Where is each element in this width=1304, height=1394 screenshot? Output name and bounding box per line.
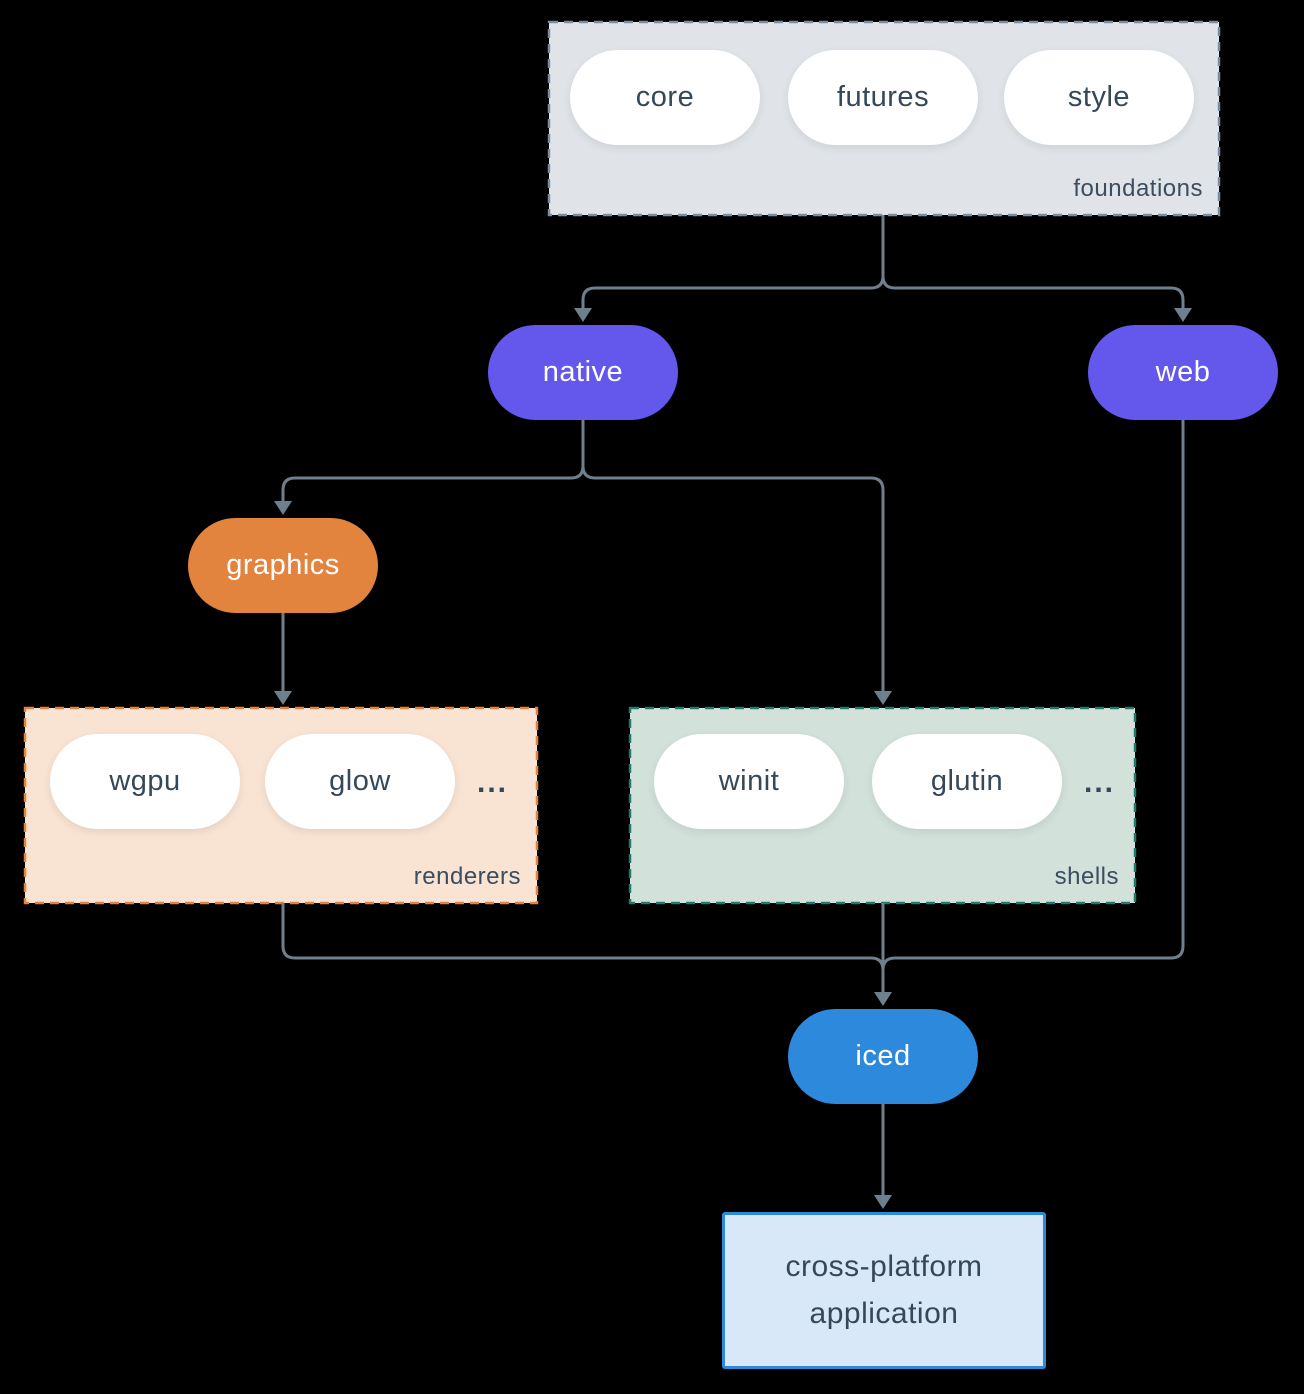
node-wgpu: wgpu [50,734,240,829]
renderers-ellipsis: ... [477,766,509,799]
edge-native-to-shells [581,420,885,693]
group-label-foundations: foundations [1073,175,1203,202]
node-cross-platform-application: cross-platform application [722,1212,1046,1369]
edge-foundations-to-web [881,215,1185,310]
edge-renderers-to-iced [281,903,885,994]
node-glow-label: glow [329,765,391,797]
edge-web-to-iced [881,420,1185,994]
arrowhead-graphics [274,501,292,515]
edge-native-to-graphics [281,420,585,503]
node-winit-label: winit [718,765,780,797]
node-futures: futures [788,50,978,145]
node-iced: iced [788,1009,978,1104]
node-graphics: graphics [188,518,378,613]
node-style: style [1004,50,1194,145]
group-shells: winit glutin ... shells [630,708,1135,903]
arrowhead-iced [874,992,892,1006]
node-graphics-label: graphics [226,549,340,581]
node-wgpu-label: wgpu [109,765,181,797]
node-cross-platform-application-label: cross-platform application [785,1250,983,1330]
node-web-label: web [1155,356,1211,388]
group-foundations: core futures style foundations [549,22,1219,215]
node-core: core [570,50,760,145]
node-native: native [488,325,678,420]
arrowhead-shells [874,691,892,705]
node-winit: winit [654,734,844,829]
node-glutin-label: glutin [930,765,1004,797]
node-glutin: glutin [872,734,1062,829]
group-label-shells: shells [1054,863,1119,890]
node-core-label: core [635,81,695,113]
node-iced-label: iced [855,1040,911,1072]
edge-foundations-to-native [581,215,885,310]
arrowhead-web [1174,308,1192,322]
shells-ellipsis: ... [1084,766,1116,799]
node-glow: glow [265,734,455,829]
arrowhead-native [574,308,592,322]
node-style-label: style [1067,81,1131,113]
node-web: web [1088,325,1278,420]
node-futures-label: futures [836,81,930,113]
group-renderers: wgpu glow ... renderers [25,708,537,903]
node-native-label: native [542,356,624,388]
arrowhead-renderers [274,691,292,705]
arrowhead-application [874,1195,892,1209]
group-label-renderers: renderers [413,863,521,890]
